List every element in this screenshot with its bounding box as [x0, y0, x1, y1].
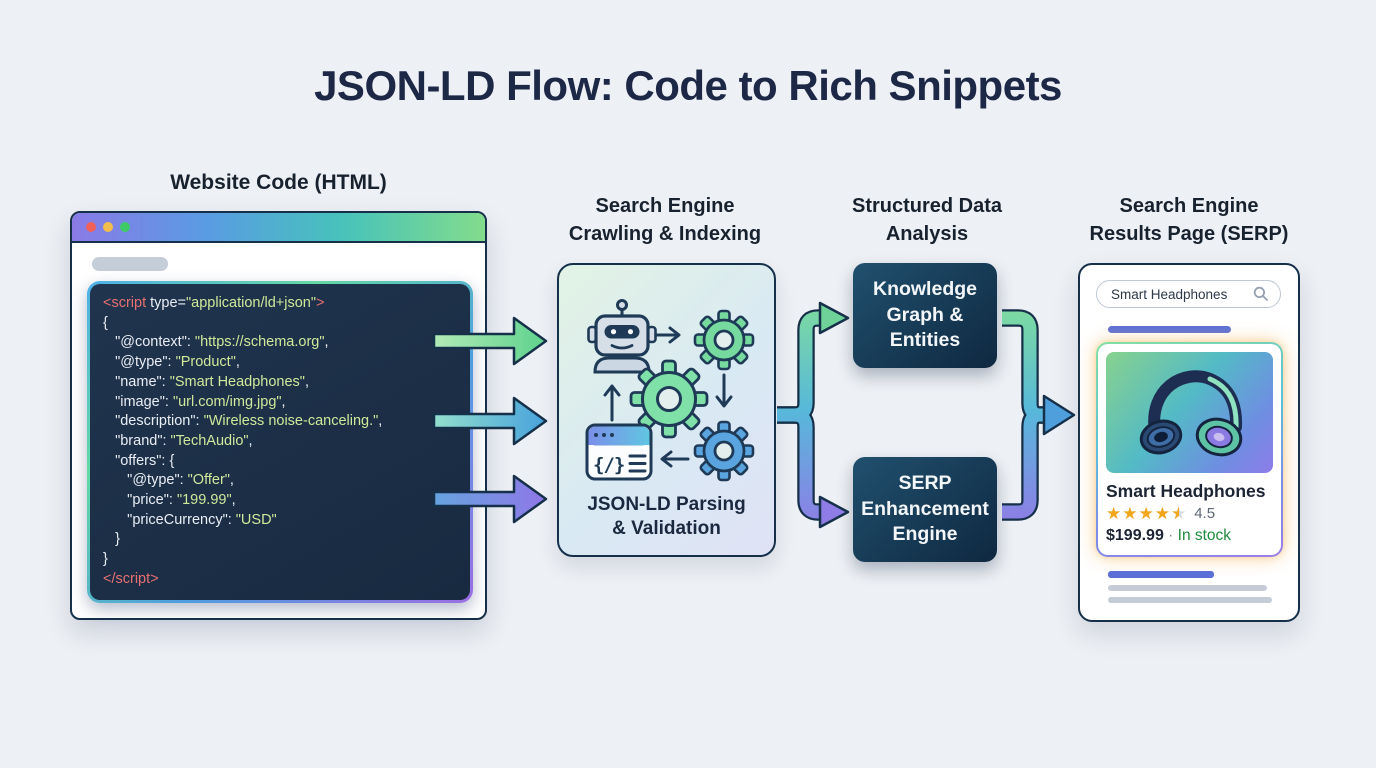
result-skeleton-text	[1108, 585, 1267, 591]
window-minimize-icon	[103, 222, 113, 232]
code-editor-frame: <script type="application/ld+json"> { "@c…	[87, 281, 473, 603]
browser-window: <script type="application/ld+json"> { "@c…	[70, 211, 487, 620]
code-line: <script type="application/ld+json">	[103, 295, 325, 311]
icon-flow-arrows	[603, 326, 733, 468]
product-image	[1106, 352, 1273, 473]
code-line: {	[103, 314, 108, 331]
code-line: "@context": "https://schema.org",	[103, 334, 329, 351]
window-maximize-icon	[120, 222, 130, 232]
product-name: Smart Headphones	[1106, 481, 1266, 501]
rating-row: ★★★★★★★★★★ 4.5	[1106, 505, 1273, 522]
result-skeleton-link	[1108, 571, 1214, 578]
code-line: }	[103, 531, 120, 548]
parsing-validation-box: {/} JSON-LD Parsing & Validation	[557, 263, 776, 557]
parsing-validation-label: JSON-LD Parsing & Validation	[587, 494, 746, 540]
heading-website-code: Website Code (HTML)	[170, 171, 387, 194]
code-line: "priceCurrency": "USD"	[103, 511, 277, 528]
code-line: }	[103, 551, 108, 568]
search-query-text: Smart Headphones	[1111, 286, 1228, 302]
page-title: JSON-LD Flow: Code to Rich Snippets	[314, 62, 1062, 109]
crawler-illustration: {/}	[585, 299, 755, 482]
robot-icon	[587, 299, 657, 374]
product-price: $199.99	[1106, 527, 1164, 544]
star-rating-icon: ★★★★★★★★★★	[1106, 504, 1188, 523]
code-line: "offers": {	[103, 452, 175, 469]
stock-status: In stock	[1177, 527, 1232, 544]
knowledge-graph-box: Knowledge Graph & Entities	[853, 263, 997, 368]
code-line: </script>	[103, 570, 159, 587]
code-line: "description": "Wireless noise-canceling…	[103, 413, 383, 430]
window-close-icon	[86, 222, 96, 232]
rich-snippet-card: Smart Headphones ★★★★★★★★★★ 4.5 $199.99 …	[1096, 342, 1283, 557]
heading-structured-data: Structured Data Analysis	[851, 195, 1003, 246]
code-line: "name": "Smart Headphones",	[103, 373, 309, 390]
separator-dot: ·	[1168, 527, 1174, 544]
arrow-fork-to-analysis	[777, 301, 850, 529]
search-icon	[1253, 286, 1268, 301]
price-row: $199.99 · In stock	[1106, 527, 1273, 545]
browser-titlebar	[72, 213, 485, 243]
arrow-merge-to-serp	[1002, 309, 1076, 521]
serp-panel: Smart Headphones	[1078, 263, 1300, 622]
rating-value: 4.5	[1194, 505, 1216, 522]
search-input: Smart Headphones	[1096, 280, 1281, 308]
result-skeleton-text	[1108, 597, 1272, 603]
code-window-icon: {/}	[585, 423, 653, 481]
gear-icon	[693, 420, 755, 482]
code-line: "@type": "Product",	[103, 354, 240, 371]
code-line: "brand": "TechAudio",	[103, 432, 253, 449]
address-bar-placeholder	[92, 257, 168, 271]
result-link-bar	[1108, 326, 1231, 333]
headphones-icon	[1139, 369, 1242, 456]
heading-serp: Search Engine Results Page (SERP)	[1089, 195, 1289, 246]
gear-icon	[693, 309, 755, 371]
heading-crawling-indexing: Search Engine Crawling & Indexing	[568, 195, 762, 246]
code-line: "price": "199.99",	[103, 492, 236, 509]
svg-text:{/}: {/}	[593, 454, 624, 476]
code-block: <script type="application/ld+json"> { "@c…	[90, 284, 470, 600]
code-line: "@type": "Offer",	[103, 472, 234, 489]
code-line: "image": "url.com/img.jpg",	[103, 393, 286, 410]
serp-engine-box: SERP Enhancement Engine	[853, 457, 997, 562]
